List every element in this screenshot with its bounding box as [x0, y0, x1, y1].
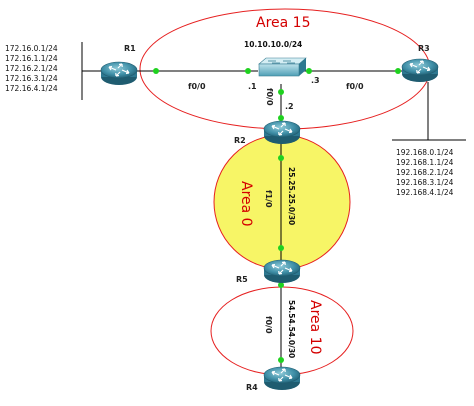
link-status-dots [153, 68, 401, 363]
area-15-label: Area 15 [256, 15, 310, 31]
r3-subnet-item: 192.168.3.1/24 [396, 178, 454, 187]
router-r1-icon[interactable] [100, 61, 138, 86]
router-r1-name: R1 [124, 44, 136, 53]
r3-subnet-list: 192.168.0.1/24 192.168.1.1/24 192.168.2.… [396, 148, 454, 197]
r3-host-label: .3 [311, 76, 320, 85]
r1-subnet-item: 172.16.3.1/24 [5, 74, 58, 83]
r3-f00-label: f0/0 [346, 82, 364, 91]
router-r2-icon[interactable] [263, 120, 301, 145]
r1-subnet-list: 172.16.0.1/24 172.16.1.1/24 172.16.2.1/2… [5, 44, 58, 93]
router-r3-icon[interactable] [401, 58, 439, 83]
r1-subnet-item: 172.16.4.1/24 [5, 84, 58, 93]
r3-subnet-item: 192.168.0.1/24 [396, 148, 454, 157]
r1-f00-label: f0/0 [188, 82, 206, 91]
router-r4-name: R4 [246, 383, 258, 392]
router-r5-icon[interactable] [263, 259, 301, 284]
r1-subnet-item: 172.16.1.1/24 [5, 54, 58, 63]
r1-host-label: .1 [248, 82, 257, 91]
r2-host-label: .2 [285, 102, 294, 111]
lan-network-label: 10.10.10.0/24 [244, 40, 302, 49]
r2-f00-label: f0/0 [265, 88, 274, 106]
router-r3-name: R3 [418, 44, 430, 53]
r1-subnet-item: 172.16.0.1/24 [5, 44, 58, 53]
switch-icon[interactable] [258, 57, 307, 77]
router-r4-icon[interactable] [263, 366, 301, 391]
r2-r5-network-label: 25.25.25.0/30 [287, 167, 296, 225]
r5-r4-network-label: 54.54.54.0/30 [287, 300, 296, 358]
r1-subnet-item: 172.16.2.1/24 [5, 64, 58, 73]
r2-f10-label: f1/0 [264, 190, 273, 208]
router-r2-name: R2 [234, 136, 246, 145]
r3-subnet-item: 192.168.2.1/24 [396, 168, 454, 177]
area-10-label: Area 10 [307, 300, 323, 354]
r3-subnet-item: 192.168.1.1/24 [396, 158, 454, 167]
router-r5-name: R5 [236, 275, 248, 284]
r4-f00-label: f0/0 [264, 316, 273, 334]
area-0-label: Area 0 [238, 181, 254, 227]
r3-subnet-item: 192.168.4.1/24 [396, 188, 454, 197]
